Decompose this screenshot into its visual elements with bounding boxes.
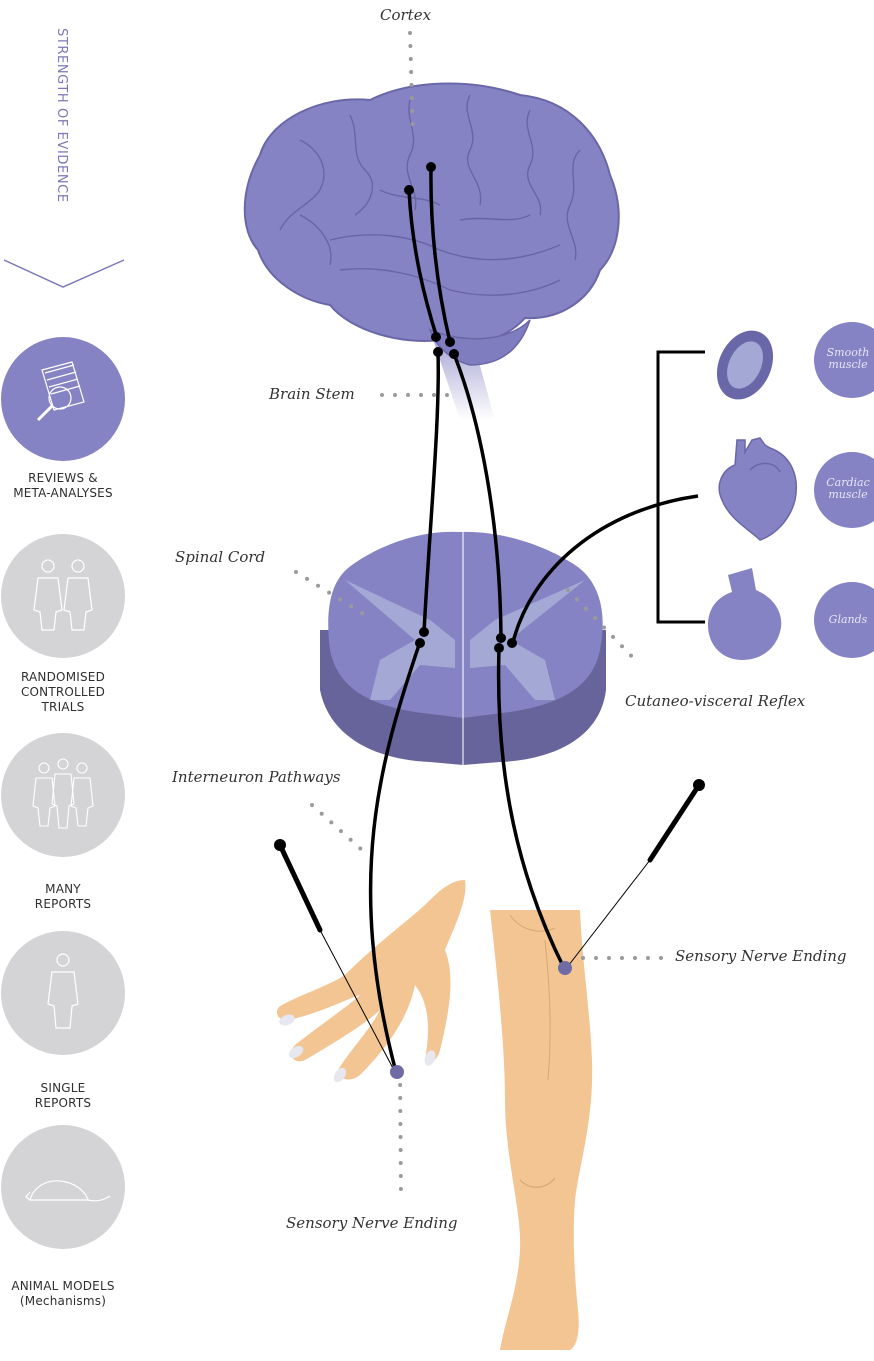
label-cortex: Cortex [380, 6, 431, 24]
evidence-circle-reviews [1, 337, 125, 461]
evidence-circle-animal [1, 1125, 125, 1249]
organ-bracket [658, 352, 705, 622]
evidence-label-many: MANY REPORTS [0, 882, 126, 912]
evidence-label-reviews: REVIEWS & META-ANALYSES [0, 471, 126, 501]
acupuncture-needle-right [565, 779, 705, 970]
evidence-circle-many [1, 733, 125, 857]
chevron-down-icon [4, 260, 124, 287]
evidence-label-rct: RANDOMISED CONTROLLED TRIALS [0, 670, 126, 715]
label-sensory-hand: Sensory Nerve Ending [286, 1214, 458, 1232]
label-spinal-cord: Spinal Cord [175, 548, 265, 566]
nerve-ending-leg [558, 961, 572, 975]
label-sensory-leg: Sensory Nerve Ending [675, 947, 847, 965]
evidence-title: STRENGTH OF EVIDENCE [54, 28, 69, 203]
organ-gland [708, 568, 781, 660]
label-interneuron: Interneuron Pathways [172, 768, 341, 786]
evidence-circle-single [1, 931, 125, 1055]
evidence-label-animal: ANIMAL MODELS (Mechanisms) [0, 1279, 126, 1309]
label-cutaneo-visceral: Cutaneo-visceral Reflex [625, 692, 805, 710]
evidence-circle-rct [1, 534, 125, 658]
spinal-cord-illustration [320, 530, 606, 765]
nerve-ending-hand [390, 1065, 404, 1079]
leg-illustration [490, 910, 592, 1350]
organ-smooth-muscle [706, 321, 784, 408]
organ-label-smooth: Smooth muscle [818, 347, 874, 371]
organ-label-cardiac: Cardiac muscle [818, 477, 874, 501]
evidence-label-single: SINGLE REPORTS [0, 1081, 126, 1111]
label-brain-stem: Brain Stem [269, 385, 355, 403]
organ-label-glands: Glands [818, 614, 874, 626]
organ-heart [719, 438, 796, 540]
